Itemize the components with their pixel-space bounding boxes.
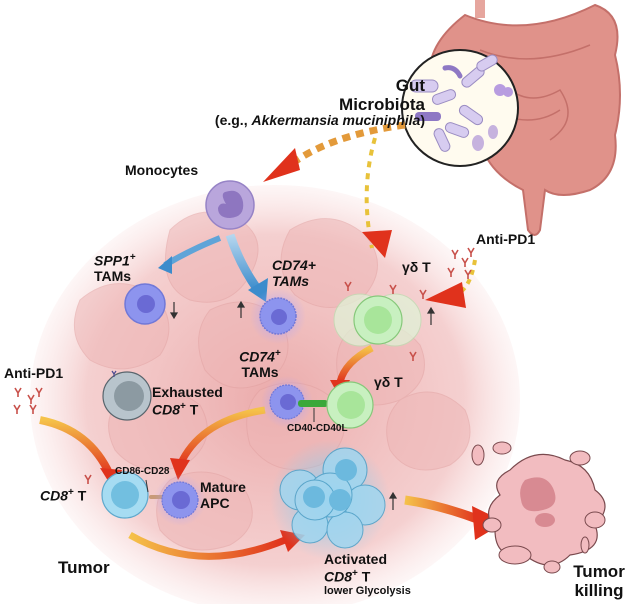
red-arrowheads (263, 148, 466, 308)
gene-cd74: CD74+ (272, 257, 316, 273)
gamma-delta-t-cell-top (333, 293, 422, 347)
text-apc: APC (200, 494, 230, 511)
gene-cd74: CD74 (239, 348, 275, 365)
label-cd40-cd40l: CD40-CD40L (287, 423, 348, 434)
sup: + (352, 567, 358, 579)
cell-tams: TAMs (94, 268, 132, 285)
cd74-tam-cell-top (250, 288, 306, 344)
text-tumor: Tumor (573, 562, 625, 581)
text-t: T (73, 487, 87, 504)
text-prefix: (e.g., (214, 112, 252, 128)
gamma-delta-t-cell-mid (326, 381, 374, 429)
microbiota-magnifier (401, 49, 519, 167)
label-cd86-cd28: CD86-CD28 (115, 466, 170, 477)
antibodies (13, 247, 475, 484)
gene-cd8: CD8 (324, 568, 353, 585)
label-anti-pd1-left: Anti-PD1 (4, 365, 64, 381)
label-tumor-killing: Tumor killing (568, 562, 630, 600)
spp1-down-indicator (169, 302, 179, 320)
label-cd8-t: CD8+ T (40, 487, 86, 504)
sup: + (129, 252, 136, 263)
label-activated-cd8-t: Activated CD8+ T lower Glycolysis (324, 551, 411, 597)
label-mature-apc: Mature APC (200, 479, 246, 511)
text-exhausted: Exhausted (152, 384, 223, 400)
text-t: T (357, 568, 371, 585)
label-cd74-tams-top: CD74+ TAMs (272, 257, 316, 289)
activated-cd8-t-cluster (270, 440, 390, 560)
sup: + (274, 348, 281, 359)
species-name: Akkermansia muciniphila (251, 112, 421, 128)
label-gamma-delta-t-top: γδ T (402, 259, 431, 275)
label-anti-pd1-right: Anti-PD1 (476, 231, 536, 247)
cd40-cd40l-interaction (298, 400, 328, 422)
gene-spp1: SPP1 (94, 252, 130, 269)
sup: + (68, 487, 74, 498)
label-gut-microbiota: Gut Microbiota (245, 76, 425, 114)
cell-tams: TAMs (272, 272, 310, 289)
label-cd74-tams-mid: CD74+ TAMs (230, 348, 290, 381)
sup: + (180, 400, 186, 412)
label-exhausted-cd8-t: Exhausted CD8+ T (152, 384, 223, 418)
cd8-t-cell (101, 471, 149, 519)
text-t: T (185, 401, 199, 418)
label-gamma-delta-t-mid: γδ T (374, 374, 403, 390)
gamma-delta-up-indicator (426, 306, 436, 325)
text-killing: killing (574, 581, 624, 601)
label-monocytes: Monocytes (125, 162, 199, 178)
label-microbiota: Microbiota (339, 95, 425, 115)
text-mature: Mature (200, 479, 246, 495)
monocyte-cell (205, 180, 255, 230)
spp1-tam-cell (124, 283, 166, 325)
activated-cd8-up-indicator (388, 491, 398, 510)
cd74-up-indicator (236, 300, 246, 318)
exhausted-cd8-t-cell (102, 370, 152, 421)
gene-cd8: CD8 (152, 401, 181, 418)
label-tumor: Tumor (58, 558, 110, 577)
gene-cd8: CD8 (40, 487, 69, 504)
cell-tams: TAMs (241, 364, 279, 381)
dead-tumor-cell (471, 441, 606, 574)
text-suffix: ) (420, 112, 425, 128)
text-lower-glycolysis: lower Glycolysis (324, 585, 411, 597)
cd74-tam-cell-mid (261, 376, 313, 428)
text-activated: Activated (324, 551, 388, 567)
label-spp1-tams: SPP1+ TAMs (94, 252, 136, 285)
label-gut: Gut (395, 76, 425, 95)
label-microbiota-example: (e.g., Akkermansia muciniphila) (150, 112, 425, 129)
mature-apc-cell (154, 474, 206, 526)
